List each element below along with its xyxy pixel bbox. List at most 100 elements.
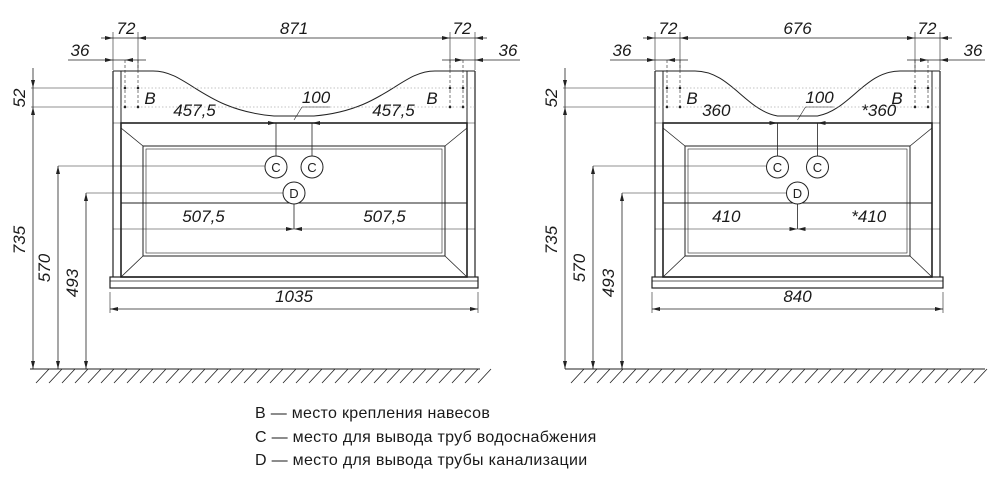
floor-hatch xyxy=(869,368,884,384)
dim-height-drain: 493 xyxy=(63,268,82,297)
floor-hatch xyxy=(804,368,819,384)
dimension-arrow xyxy=(817,121,826,125)
floor-hatch xyxy=(674,368,689,384)
floor-hatch xyxy=(425,368,440,384)
marker-b-left: B xyxy=(686,89,697,108)
floor-hatch xyxy=(464,368,479,384)
floor-hatch xyxy=(973,368,988,384)
dimension-arrow xyxy=(475,36,483,40)
marker-d xyxy=(786,181,809,205)
legend: B — место крепления навесов C — место дл… xyxy=(255,402,597,473)
dimension-arrow xyxy=(940,36,948,40)
marker-d xyxy=(282,181,306,205)
dimension-arrow xyxy=(268,121,276,125)
dim-left-offset: 36 xyxy=(613,41,632,60)
floor-hatch xyxy=(947,368,962,384)
floor-hatch xyxy=(921,368,936,384)
dim-right-offset: 36 xyxy=(964,41,983,60)
dimension-arrow xyxy=(105,36,113,40)
dim-left-half-drain: 507,5 xyxy=(182,207,225,226)
gap-leader xyxy=(293,106,303,121)
marker-c-left xyxy=(766,155,789,179)
basin-outline xyxy=(121,70,467,117)
dim-right-post: 72 xyxy=(453,19,472,38)
floor-hatch xyxy=(334,368,349,384)
dim-height-drain: 493 xyxy=(599,268,618,297)
dimension-arrow xyxy=(563,107,567,115)
floor-hatch xyxy=(765,368,780,384)
floor-hatch xyxy=(178,368,193,384)
marker-b-right: B xyxy=(426,89,437,108)
dimension-arrow xyxy=(667,58,675,62)
dimension-arrow xyxy=(647,58,655,62)
dimension-arrow xyxy=(84,193,88,201)
dimension-arrow xyxy=(591,166,595,174)
dim-height-water: 570 xyxy=(35,253,54,282)
drawer-inset xyxy=(142,145,446,257)
floor-hatch xyxy=(739,368,754,384)
floor-hatch xyxy=(700,368,715,384)
dimension-arrow xyxy=(475,58,483,62)
floor-hatch xyxy=(61,368,76,384)
floor-hatch xyxy=(373,368,388,384)
floor-hatch xyxy=(908,368,923,384)
dim-right-half-drain: *410 xyxy=(851,207,887,226)
dimension-arrow xyxy=(797,227,806,231)
line xyxy=(444,255,468,278)
line xyxy=(662,127,686,147)
floor-hatch xyxy=(360,368,375,384)
floor-hatch xyxy=(687,368,702,384)
dimension-arrow xyxy=(442,36,450,40)
dim-right-half-top: 457,5 xyxy=(372,101,415,120)
floor-hatch xyxy=(126,368,141,384)
floor-hatch xyxy=(321,368,336,384)
dimension-arrow xyxy=(31,80,35,88)
floor-hatch xyxy=(412,368,427,384)
floor-hatch xyxy=(113,368,128,384)
legend-b: B — место крепления навесов xyxy=(255,405,491,422)
dim-right-half-drain: 507,5 xyxy=(363,207,406,226)
drawer-inset xyxy=(684,145,911,257)
dimension-arrow xyxy=(31,107,35,115)
dim-top-width: 871 xyxy=(280,19,308,38)
dim-mount-spacing: 52 xyxy=(10,88,29,107)
dim-total-width: 1035 xyxy=(275,287,313,306)
floor-hatch xyxy=(830,368,845,384)
floor-hatch xyxy=(386,368,401,384)
dimension-arrow xyxy=(789,227,798,231)
floor-hatch xyxy=(191,368,206,384)
floor-hatch xyxy=(165,368,180,384)
floor-hatch xyxy=(282,368,297,384)
floor-hatch xyxy=(882,368,897,384)
marker-d-label: D xyxy=(793,186,802,201)
floor-hatch xyxy=(895,368,910,384)
floor-hatch xyxy=(87,368,102,384)
floor-hatch xyxy=(438,368,453,384)
floor-hatch xyxy=(648,368,663,384)
floor-hatch xyxy=(791,368,806,384)
floor-hatch xyxy=(843,368,858,384)
dimension-arrow xyxy=(563,361,567,369)
dimension-arrow xyxy=(769,121,778,125)
dimension-arrow xyxy=(940,58,948,62)
legend-d: D — место для вывода трубы канализации xyxy=(255,452,588,469)
dimension-arrow xyxy=(620,361,624,369)
floor-hatch xyxy=(48,368,63,384)
line xyxy=(120,127,144,147)
dim-right-offset: 36 xyxy=(499,41,518,60)
dimension-arrow xyxy=(470,307,478,311)
dimension-arrow xyxy=(907,36,915,40)
floor-hatch xyxy=(347,368,362,384)
dimension-arrow xyxy=(935,307,943,311)
line xyxy=(909,127,933,147)
dimension-arrow xyxy=(563,80,567,88)
floor-hatch xyxy=(726,368,741,384)
floor-hatch xyxy=(139,368,154,384)
floor-hatch xyxy=(217,368,232,384)
dim-left-half-drain: 410 xyxy=(712,207,741,226)
dimension-arrow xyxy=(31,361,35,369)
floor-hatch xyxy=(960,368,975,384)
floor-hatch xyxy=(74,368,89,384)
